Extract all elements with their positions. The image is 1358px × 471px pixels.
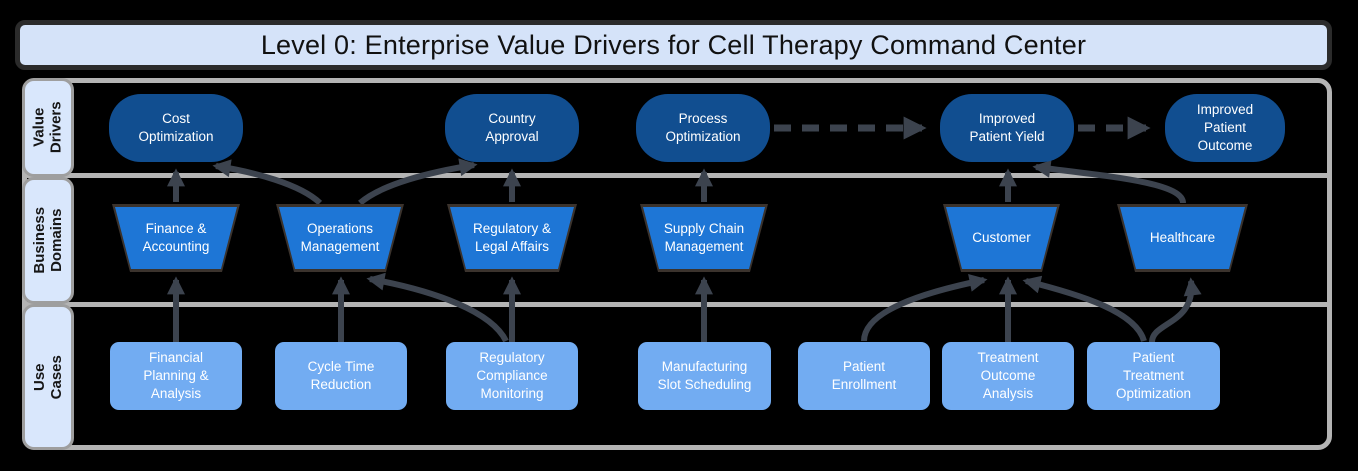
domain-finance-accounting: Finance & Accounting xyxy=(112,204,240,272)
usecase-patient-enrollment: Patient Enrollment xyxy=(798,342,930,410)
domain-label: Regulatory & Legal Affairs xyxy=(450,207,574,269)
domain-regulatory-legal-affairs: Regulatory & Legal Affairs xyxy=(447,204,577,272)
usecase-regulatory-compliance-monitoring: Regulatory Compliance Monitoring xyxy=(446,342,578,410)
lane-label-use-cases: Use Cases xyxy=(22,304,74,450)
arrow-patient-treatment-optimization-to-healthcare xyxy=(1149,277,1202,343)
arrow-regulatory-compliance-to-operations-management xyxy=(366,272,509,343)
usecase-patient-treatment-optimization: Patient Treatment Optimization xyxy=(1087,342,1220,410)
domain-healthcare: Healthcare xyxy=(1117,204,1248,272)
domain-operations-management: Operations Management xyxy=(276,204,404,272)
value-driver-country-approval: Country Approval xyxy=(445,94,579,162)
domain-label: Customer xyxy=(946,207,1057,269)
usecase-treatment-outcome-analysis: Treatment Outcome Analysis xyxy=(942,342,1074,410)
usecase-financial-planning-analysis: Financial Planning & Analysis xyxy=(110,342,242,410)
arrow-healthcare-to-improved-patient-yield xyxy=(1032,159,1186,204)
domain-label: Finance & Accounting xyxy=(115,207,237,269)
page-title: Level 0: Enterprise Value Drivers for Ce… xyxy=(260,29,1087,60)
lane-divider xyxy=(25,302,1329,307)
arrow-patient-treatment-optimization-to-customer xyxy=(1022,275,1147,343)
usecase-cycle-time-reduction: Cycle Time Reduction xyxy=(275,342,407,410)
arrow-operations-management-to-cost-optimization xyxy=(212,159,323,206)
domain-label: Healthcare xyxy=(1120,207,1245,269)
usecase-manufacturing-slot-scheduling: Manufacturing Slot Scheduling xyxy=(638,342,771,410)
lane-label-business-domains: Business Domains xyxy=(22,177,74,304)
title-bar: Level 0: Enterprise Value Drivers for Ce… xyxy=(15,20,1332,70)
lane-divider xyxy=(25,173,1329,178)
value-driver-improved-patient-yield: Improved Patient Yield xyxy=(940,94,1074,162)
arrow-operations-management-to-country-approval xyxy=(358,158,478,206)
value-driver-improved-patient-outcome: Improved Patient Outcome xyxy=(1165,94,1285,162)
domain-customer: Customer xyxy=(943,204,1060,272)
arrow-patient-enrollment-to-customer xyxy=(861,274,988,342)
value-driver-cost-optimization: Cost Optimization xyxy=(109,94,243,162)
value-driver-process-optimization: Process Optimization xyxy=(636,94,770,162)
domain-label: Operations Management xyxy=(279,207,401,269)
domain-supply-chain-management: Supply Chain Management xyxy=(640,204,768,272)
lane-label-value-drivers: Value Drivers xyxy=(22,78,74,177)
domain-label: Supply Chain Management xyxy=(643,207,765,269)
